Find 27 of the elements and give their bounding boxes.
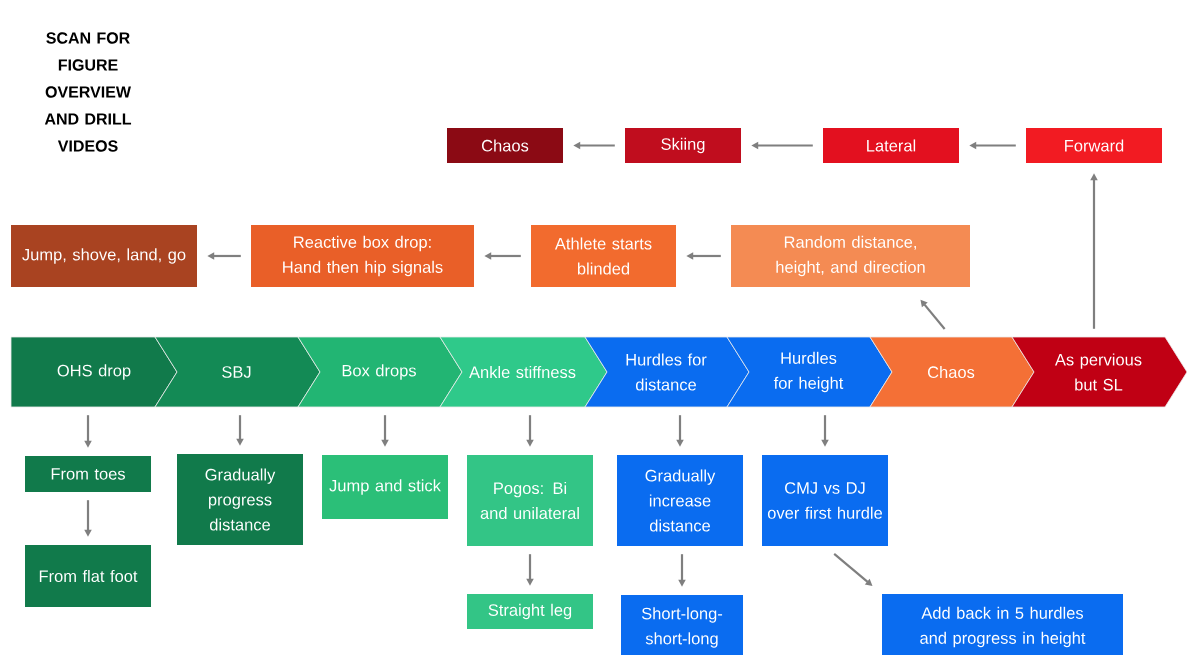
step-box: CMJ vs DJ over first hurdle xyxy=(762,455,888,546)
step-box: Gradually progress distance xyxy=(177,454,303,545)
step-box: Straight leg xyxy=(467,594,593,629)
step-box: Short-long-short-long xyxy=(621,595,743,655)
step-box: Reactive box drop: Hand then hip signals xyxy=(251,225,474,287)
step-box: Skiing xyxy=(625,128,741,163)
step-box: Chaos xyxy=(447,128,563,163)
chevron-step: As pervious but SL xyxy=(1011,336,1187,408)
chevron-step: Hurdles for height xyxy=(726,336,893,408)
step-box: Athlete starts blinded xyxy=(531,225,676,287)
step-box: From toes xyxy=(25,456,151,492)
step-box: Forward xyxy=(1026,128,1162,163)
step-box: Lateral xyxy=(823,128,959,163)
step-box: Pogos: Bi and unilateral xyxy=(467,455,593,546)
chevron-step: OHS drop xyxy=(10,336,178,408)
chevron-step: Chaos xyxy=(869,336,1035,408)
step-box: Random distance, height, and direction xyxy=(731,225,970,287)
chevron-step: Ankle stiffness xyxy=(439,336,608,408)
chevron-step: SBJ xyxy=(154,336,321,408)
step-box: Jump and stick xyxy=(322,455,448,519)
chevron-step: Hurdles for distance xyxy=(584,336,750,408)
chevron-step: Box drops xyxy=(297,336,463,408)
step-box: Add back in 5 hurdles and progress in height xyxy=(882,594,1123,655)
step-box: Gradually increase distance xyxy=(617,455,743,546)
instruction-text: SCAN FOR FIGURE OVERVIEW AND DRILL VIDEOS xyxy=(44,32,132,152)
step-box: Jump, shove, land, go xyxy=(11,225,197,287)
step-box: From flat foot xyxy=(25,545,151,607)
